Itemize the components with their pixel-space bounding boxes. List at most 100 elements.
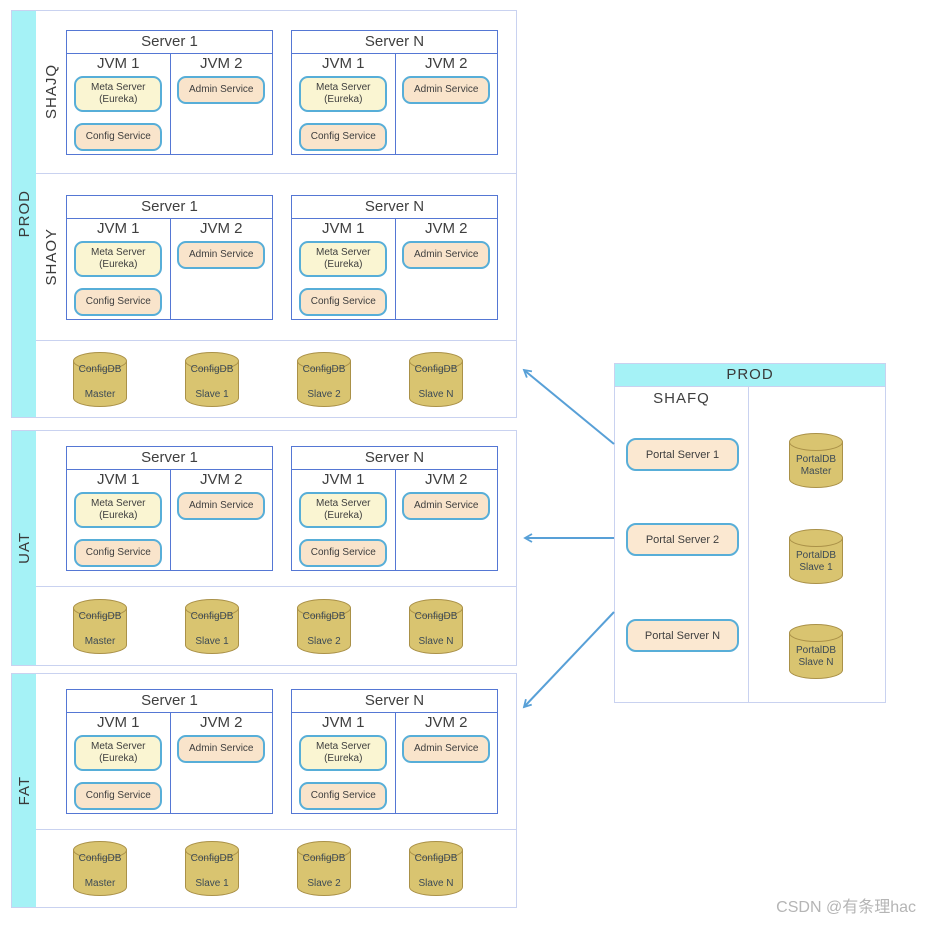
- config-service-chip: Config Service: [74, 782, 163, 810]
- cylinder-name: ConfigDB: [78, 363, 122, 375]
- jvm-column: JVM 1 Meta Server (Eureka) Config Servic…: [292, 470, 395, 570]
- configdb-row: ConfigDB Master ConfigDB Slave 1 ConfigD…: [36, 340, 516, 417]
- server-box: Server 1 JVM 1 Meta Server (Eureka) Conf…: [66, 446, 273, 571]
- portal-box-prod: PROD SHAFQ Portal Server 1 Portal Server…: [614, 363, 886, 703]
- jvm-column: JVM 1 Meta Server (Eureka) Config Servic…: [67, 713, 170, 813]
- jvm-label: JVM 2: [424, 54, 468, 72]
- cylinder-name: ConfigDB: [78, 610, 122, 622]
- config-service-chip: Config Service: [299, 122, 388, 151]
- configdb-cylinder: ConfigDB Slave N: [409, 841, 463, 896]
- admin-service-chip: Admin Service: [177, 735, 266, 763]
- section-uat-servers: Server 1 JVM 1 Meta Server (Eureka) Conf…: [36, 431, 516, 586]
- cylinder-role: Slave 2: [307, 388, 341, 400]
- server-box: Server N JVM 1 Meta Server (Eureka) Conf…: [291, 689, 498, 814]
- server-title: Server 1: [67, 447, 272, 470]
- portaldb-cylinder: PortalDB Slave 1: [789, 529, 843, 584]
- configdb-cylinder: ConfigDB Slave 2: [297, 841, 351, 896]
- section-shajq: SHAJQ Server 1 JVM 1 Meta Server (Eureka…: [36, 11, 516, 173]
- section-label-shajq: SHAJQ: [42, 64, 60, 120]
- cylinder-role: Slave N: [418, 878, 454, 889]
- cylinder-role: Slave 1: [195, 635, 229, 647]
- configdb-cylinder: ConfigDB Slave 1: [185, 351, 239, 407]
- meta-server-chip: Meta Server (Eureka): [74, 75, 163, 112]
- cylinder-name: PortalDB: [795, 550, 836, 561]
- portal-server-2: Portal Server 2: [626, 523, 739, 556]
- env-strip-uat: UAT: [12, 431, 36, 665]
- configdb-cylinder: ConfigDB Slave 2: [297, 351, 351, 407]
- admin-service-chip: Admin Service: [402, 240, 491, 269]
- jvm-column: JVM 1 Meta Server (Eureka) Config Servic…: [292, 713, 395, 813]
- cylinder-role: Master: [84, 635, 116, 647]
- configdb-cylinder: ConfigDB Master: [73, 841, 127, 896]
- configdb-cylinder: ConfigDB Master: [73, 351, 127, 407]
- portal-server-n: Portal Server N: [626, 619, 739, 652]
- meta-server-chip: Meta Server (Eureka): [299, 240, 388, 277]
- cylinder-role: Slave 1: [195, 878, 229, 889]
- arrow-portal-to-prod: [522, 368, 615, 445]
- config-service-chip: Config Service: [299, 539, 388, 567]
- server-title: Server 1: [67, 31, 272, 54]
- portal-cluster-name: SHAFQ: [653, 390, 710, 407]
- cylinder-role: Master: [84, 878, 116, 889]
- portal-server-1: Portal Server 1: [626, 438, 739, 471]
- cylinder-role: Slave N: [418, 635, 454, 647]
- jvm-label: JVM 1: [321, 54, 365, 72]
- configdb-cylinder: ConfigDB Slave N: [409, 598, 463, 654]
- portal-header: PROD: [615, 364, 885, 387]
- server-title: Server N: [292, 690, 497, 713]
- section-fat-servers: Server 1 JVM 1 Meta Server (Eureka) Conf…: [36, 674, 516, 829]
- jvm-label: JVM 2: [424, 471, 468, 488]
- env-label-prod: PROD: [15, 190, 33, 238]
- server-title: Server N: [292, 31, 497, 54]
- admin-service-chip: Admin Service: [177, 492, 266, 520]
- jvm-label: JVM 1: [96, 714, 140, 731]
- cylinder-role: Slave 1: [195, 388, 229, 400]
- cylinder-name: ConfigDB: [78, 853, 122, 864]
- cylinder-name: PortalDB: [795, 645, 836, 656]
- jvm-column: JVM 2 Admin Service: [169, 218, 273, 319]
- meta-server-chip: Meta Server (Eureka): [74, 240, 163, 277]
- server-title: Server N: [292, 447, 497, 470]
- config-service-chip: Config Service: [299, 287, 388, 316]
- jvm-label: JVM 1: [96, 54, 140, 72]
- jvm-column: JVM 1 Meta Server (Eureka) Config Servic…: [67, 54, 170, 154]
- configdb-cylinder: ConfigDB Slave 1: [185, 841, 239, 896]
- watermark: CSDN @有条理hac: [776, 899, 916, 916]
- jvm-label: JVM 2: [199, 54, 243, 72]
- cylinder-name: ConfigDB: [190, 853, 234, 864]
- cylinder-name: ConfigDB: [190, 363, 234, 375]
- server-box: Server N JVM 1 Meta Server (Eureka) Conf…: [291, 446, 498, 571]
- configdb-cylinder: ConfigDB Slave N: [409, 351, 463, 407]
- admin-service-chip: Admin Service: [402, 75, 491, 104]
- cylinder-name: ConfigDB: [414, 363, 458, 375]
- env-box-fat: FAT Server 1 JVM 1 Meta Server (Eureka) …: [11, 673, 517, 908]
- server-box: Server 1 JVM 1 Meta Server (Eureka) Conf…: [66, 689, 273, 814]
- server-box: Server N JVM 1 Meta Server (Eureka) Conf…: [291, 29, 498, 155]
- env-box-prod: PROD SHAJQ Server 1 JVM 1 Meta Server (E…: [11, 10, 517, 418]
- cylinder-name: ConfigDB: [190, 610, 234, 622]
- meta-server-chip: Meta Server (Eureka): [299, 75, 388, 112]
- env-strip-fat: FAT: [12, 674, 36, 907]
- configdb-cylinder: ConfigDB Slave 2: [297, 598, 351, 654]
- meta-server-chip: Meta Server (Eureka): [299, 492, 388, 528]
- cylinder-role: Slave N: [798, 657, 834, 668]
- portal-server-column: SHAFQ Portal Server 1 Portal Server 2 Po…: [615, 387, 749, 702]
- cylinder-role: Slave N: [418, 388, 454, 400]
- jvm-column: JVM 2 Admin Service: [169, 713, 273, 813]
- section-label-shaoy: SHAOY: [42, 228, 60, 286]
- admin-service-chip: Admin Service: [177, 75, 266, 104]
- cylinder-name: PortalDB: [795, 454, 836, 465]
- jvm-column: JVM 1 Meta Server (Eureka) Config Servic…: [292, 54, 395, 154]
- arrow-portal-to-fat: [522, 611, 615, 709]
- portaldb-column: PortalDB Master PortalDB Slave 1 PortalD…: [749, 387, 885, 702]
- server-title: Server N: [292, 196, 497, 219]
- jvm-label: JVM 1: [321, 714, 365, 731]
- cylinder-name: ConfigDB: [302, 363, 346, 375]
- server-title: Server 1: [67, 690, 272, 713]
- cylinder-role: Slave 2: [307, 635, 341, 647]
- config-service-chip: Config Service: [74, 122, 163, 151]
- admin-service-chip: Admin Service: [402, 492, 491, 520]
- config-service-chip: Config Service: [74, 539, 163, 567]
- cylinder-name: ConfigDB: [302, 610, 346, 622]
- jvm-label: JVM 1: [321, 219, 365, 237]
